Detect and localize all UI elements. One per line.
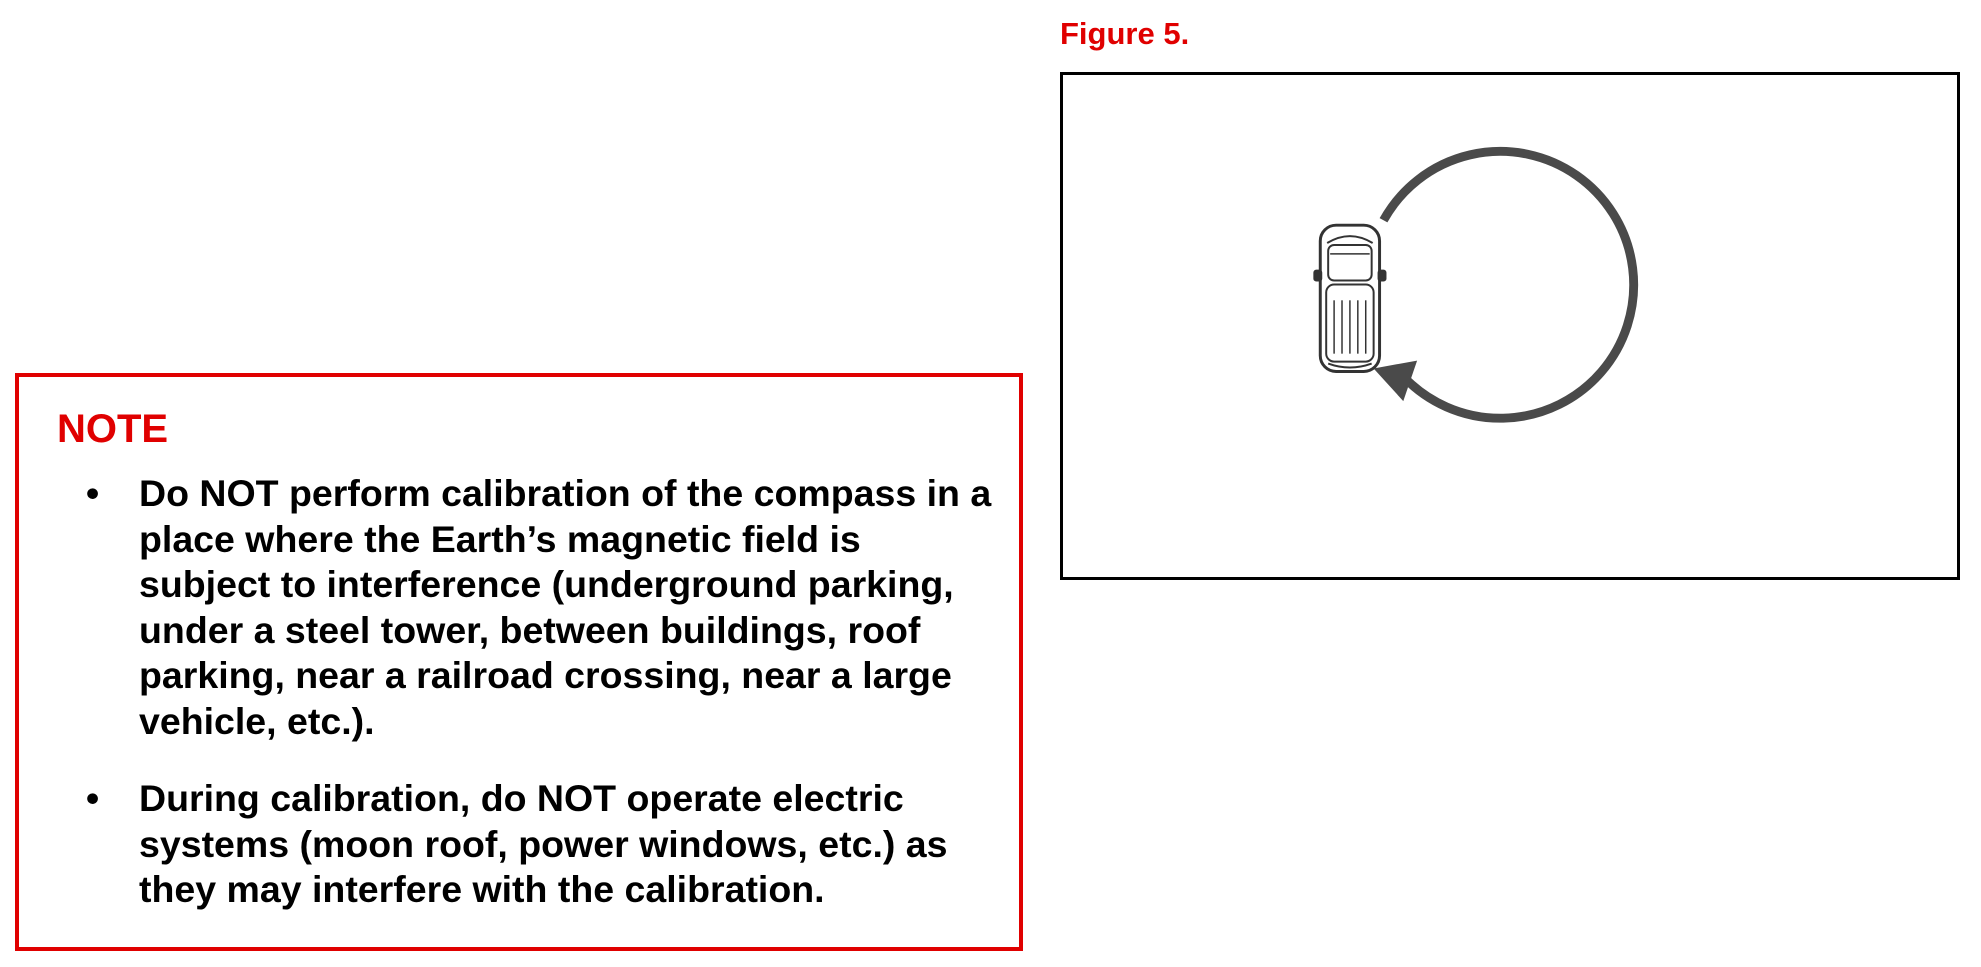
figure-illustration <box>1063 75 1957 577</box>
car-top-view-icon <box>1314 225 1385 371</box>
bullet-dot-icon: • <box>86 776 99 822</box>
note-text: During calibration, do NOT operate elect… <box>139 777 947 910</box>
note-item: • During calibration, do NOT operate ele… <box>19 776 1019 913</box>
note-callout: NOTE • Do NOT perform calibration of the… <box>15 373 1023 951</box>
circular-arrow-icon <box>1374 151 1634 418</box>
note-title: NOTE <box>57 405 168 453</box>
figure-panel <box>1060 72 1960 580</box>
figure-caption: Figure 5. <box>1060 14 1189 54</box>
note-item: • Do NOT perform calibration of the comp… <box>19 471 1019 744</box>
bullet-dot-icon: • <box>86 471 99 517</box>
note-list: • Do NOT perform calibration of the comp… <box>19 471 1019 913</box>
note-text: Do NOT perform calibration of the compas… <box>139 472 991 742</box>
